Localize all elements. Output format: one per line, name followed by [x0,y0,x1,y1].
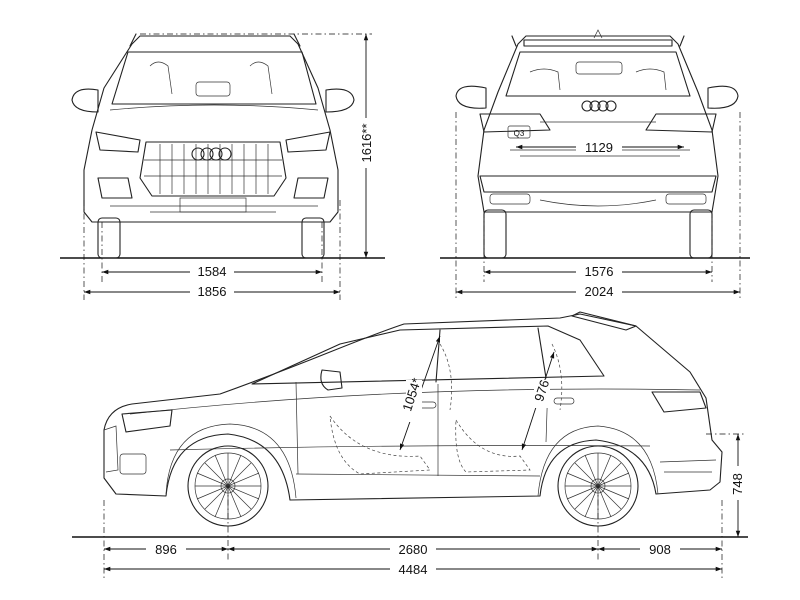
right-mirror [325,88,355,113]
front-rings-logo [191,147,232,161]
rear-opening-label: 1129 [585,140,613,155]
rear-track-label: 1576 [585,264,614,279]
front-dimensions: 1584 1856 1616** [83,33,374,300]
width-mirrors-label: 2024 [585,284,614,299]
rear-overhang-label: 908 [649,542,671,557]
rear-view: Q3 [440,29,750,259]
right-taillight [645,113,717,133]
side-view [72,311,748,538]
rear-model-badge: Q3 [514,129,525,138]
front-right-tyre [301,217,325,259]
right-headlight [285,131,331,153]
height-label: 1616** [359,123,374,162]
front-track-label: 1584 [198,264,227,279]
wheelbase-label: 2680 [399,542,428,557]
length-label: 4484 [399,562,428,577]
front-view [60,33,385,259]
front-overhang-label: 896 [155,542,177,557]
left-headlight [95,131,141,153]
front-left-tyre [97,217,121,259]
left-taillight [479,113,551,133]
rear-headroom-label: 976 [531,378,552,403]
rear-dimensions: 1129 1576 2024 [455,112,741,300]
front-width-label: 1856 [198,284,227,299]
loading-edge-label: 748 [730,473,745,495]
front-grille [139,141,287,197]
left-mirror [71,88,99,113]
